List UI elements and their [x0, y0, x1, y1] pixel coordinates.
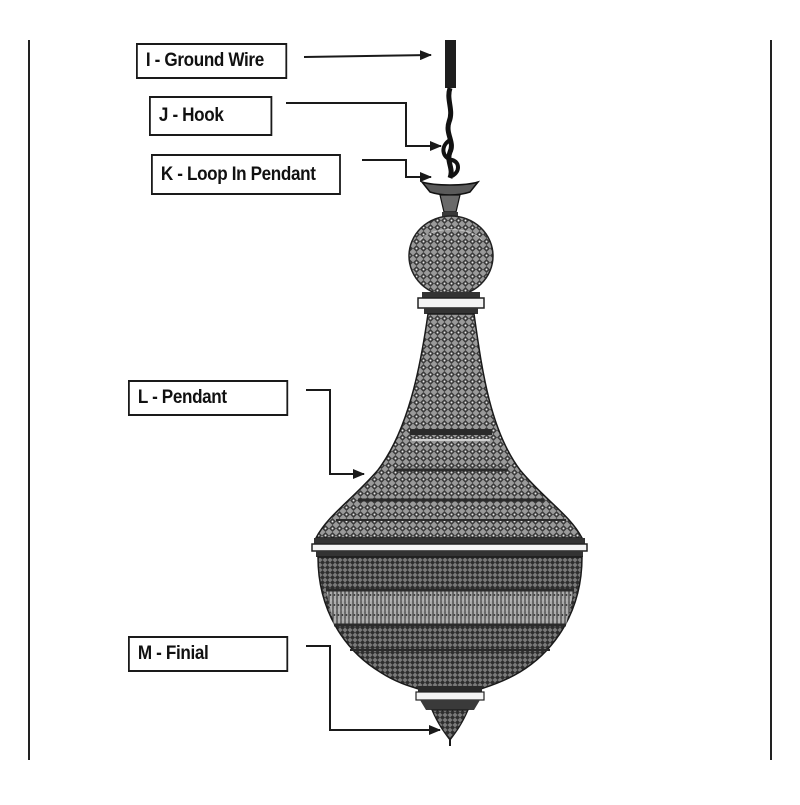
loop-in-pendant [419, 180, 481, 220]
finial-arrow [306, 645, 441, 735]
hook [441, 138, 460, 178]
label-finial: M - Finial [128, 636, 289, 672]
pendant [311, 215, 588, 710]
label-ground-wire: I - Ground Wire [136, 43, 288, 79]
leader-arrows [286, 50, 442, 735]
label-loop-in-pendant: K - Loop In Pendant [151, 154, 341, 195]
pendant-arrow [306, 389, 365, 479]
label-hook: J - Hook [149, 96, 273, 136]
loop-arrow [362, 159, 432, 182]
ground-wire-arrow [303, 50, 432, 61]
label-pendant: L - Pendant [128, 380, 289, 416]
ground-wire [445, 40, 456, 179]
hook-arrow [286, 102, 442, 151]
finial [431, 709, 469, 746]
